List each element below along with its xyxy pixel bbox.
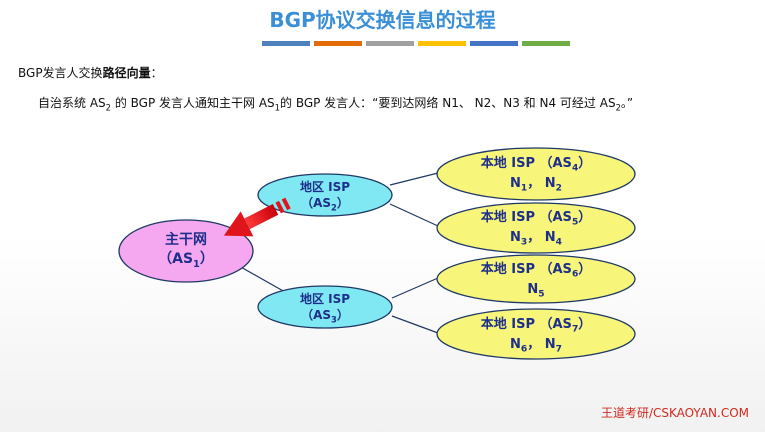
title-bar [522,41,570,46]
region3-label: 地区 ISP （AS3） [275,291,375,326]
sentence-subscript: 2 [105,102,111,113]
local7-title: 本地 ISP （AS7） [480,317,592,335]
region2-label: 地区 ISP （AS2） [275,179,375,214]
advertisement-arrow-icon [223,197,291,237]
local5-label: 本地 ISP （AS5） N3， N4 [456,209,616,249]
title-bar [262,41,310,46]
title-bar [418,41,466,46]
region3-as: （AS3） [301,308,349,325]
sentence-part: 自治系统 AS [38,96,106,110]
local5-title: 本地 ISP （AS5） [480,210,592,228]
title-bar [366,41,414,46]
heading-suffix: ： [150,66,163,80]
title-color-bars [262,41,570,46]
heading-bold: 路径向量 [102,66,151,80]
local4-networks: N1， N2 [510,175,562,194]
backbone-label: 主干网 （AS1） [136,231,236,271]
title-bar [314,41,362,46]
link-region3-local7 [391,315,439,334]
region3-title: 地区 ISP [299,292,351,306]
local7-label: 本地 ISP （AS7） N6， N7 [456,316,616,356]
local6-networks: N5 [527,281,545,300]
local6-label: 本地 ISP （AS6） N5 [456,261,616,301]
local4-node [436,147,636,201]
section-heading: BGP发言人交换路径向量： [18,64,163,81]
local6-title: 本地 ISP （AS6） [480,262,592,280]
backbone-as: （AS1） [158,250,214,270]
region2-title: 地区 ISP [299,180,351,194]
sentence-part: 的 BGP 发言人通知主干网 AS [111,96,275,110]
footer-watermark: 王道考研/CSKAOYAN.COM [600,406,749,420]
link-region2-local4 [389,172,439,186]
region2-as: （AS2） [301,196,349,213]
link-region3-local6 [391,277,439,299]
sentence-part: 。” [620,96,634,110]
link-region2-local5 [389,203,439,227]
explanation-sentence: 自治系统 AS2 的 BGP 发言人通知主干网 AS1的 BGP 发言人：“要到… [38,94,633,112]
sentence-part: 的 BGP 发言人：“要到达网络 N1、 N2、N3 和 N4 可经过 AS [280,96,616,110]
local6-node [436,254,636,304]
local4-title: 本地 ISP （AS4） [480,156,592,174]
local5-node [436,202,636,254]
heading-prefix: BGP发言人交换 [18,66,103,80]
local7-node [436,308,636,360]
title-bar [470,41,518,46]
local7-networks: N6， N7 [510,336,562,355]
backbone-title: 主干网 [165,232,207,248]
region2-node [257,173,393,217]
page-title: BGP协议交换信息的过程 [269,8,496,32]
local5-networks: N3， N4 [510,229,562,248]
sentence-subscript: 1 [274,102,280,113]
backbone-node [118,219,254,283]
local4-label: 本地 ISP （AS4） N1， N2 [456,155,616,195]
region3-node [257,285,393,329]
sentence-subscript: 2 [615,102,621,113]
